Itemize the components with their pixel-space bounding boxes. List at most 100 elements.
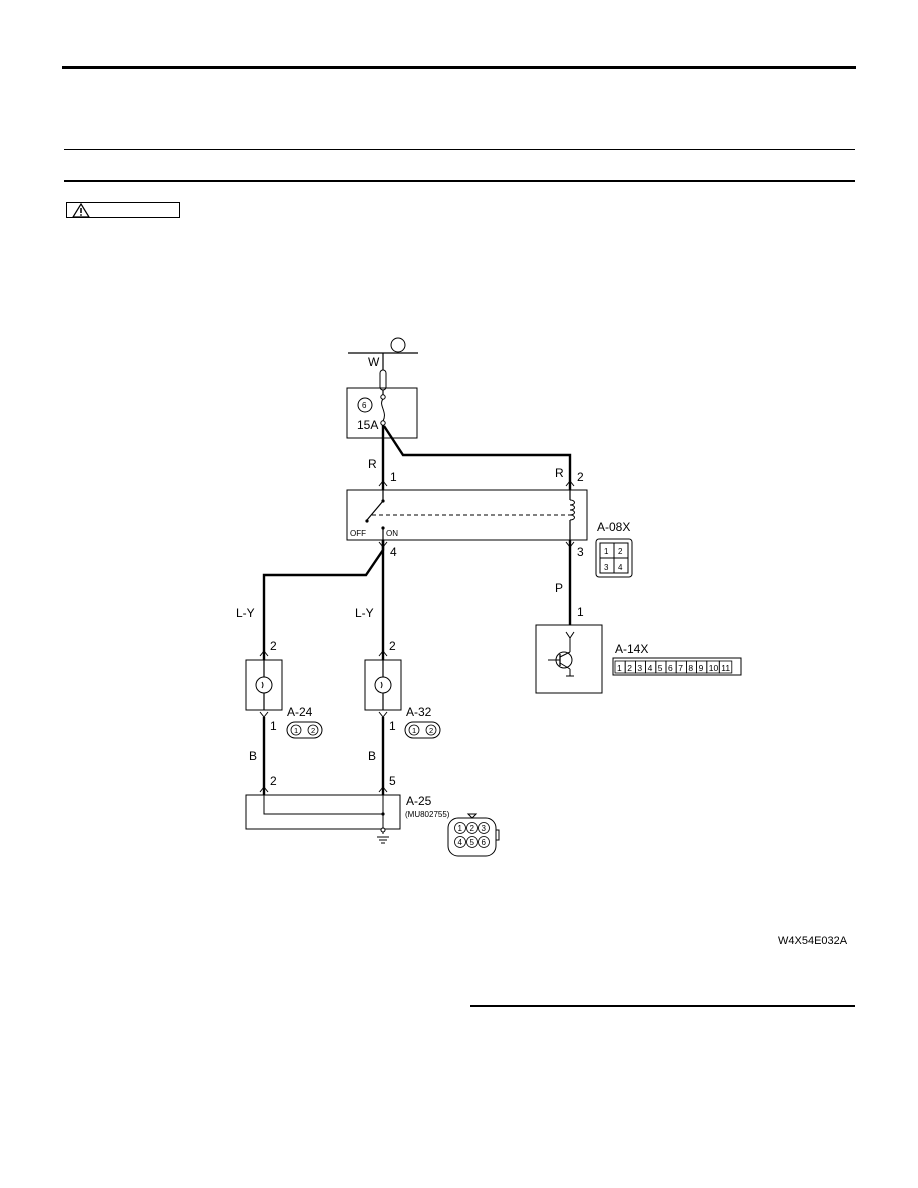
connector-a25-name: A-25 — [406, 794, 432, 808]
connector-a14x-pin: 4 — [648, 663, 653, 673]
connector-a08x-pin: 2 — [618, 547, 623, 556]
connector-a14x-pin: 9 — [699, 663, 704, 673]
connector-a25-cavity — [478, 836, 490, 848]
wire-label-ly-left: L-Y — [236, 606, 255, 620]
connector-a08x-pin: 3 — [604, 563, 609, 572]
connector-a24-cavity — [307, 724, 319, 736]
fuse-terminal-top — [380, 394, 386, 400]
connector-a14x-pin: 1 — [617, 663, 622, 673]
connector-a14x-name: A-14X — [615, 642, 648, 656]
ground-junction-box — [245, 794, 401, 830]
connector-a08x-shell — [595, 538, 633, 578]
connector-a24-face — [286, 721, 323, 739]
sensor-box — [535, 624, 603, 694]
lamp-a24-filament — [261, 681, 264, 689]
transistor-collector — [559, 651, 571, 658]
connector-a25-part: (MU802755) — [405, 810, 450, 819]
terminal-arrow-a24-2 — [259, 650, 269, 657]
sensor-input-arrow — [565, 631, 575, 639]
fuse-number: 6 — [362, 401, 367, 410]
relay-coil — [569, 499, 575, 521]
connector-a32-cavity — [408, 724, 420, 736]
wire-label-r-left: R — [368, 457, 377, 471]
connector-a32-pin: 1 — [412, 726, 416, 735]
connector-a14x-pin: 2 — [627, 663, 632, 673]
wire-w-shield — [379, 369, 387, 391]
a32-pin-2: 2 — [389, 639, 396, 653]
connector-a25-cavity — [454, 822, 466, 834]
lamp-a32-bulb-icon — [374, 676, 392, 694]
fuse-number-circle — [357, 397, 373, 413]
connector-a08x-pin: 1 — [604, 547, 609, 556]
connector-a14x-cavity — [718, 660, 733, 674]
connector-a25-pin: 1 — [458, 824, 463, 833]
lamp-a24-bulb-icon — [255, 676, 273, 694]
connector-a14x-pin: 3 — [637, 663, 642, 673]
connector-a14x-pin: 8 — [688, 663, 693, 673]
connector-a25-pin: 4 — [458, 838, 463, 847]
header-rule — [62, 66, 856, 69]
a25-pin-2: 2 — [270, 774, 277, 788]
warning-triangle-icon — [72, 203, 90, 218]
terminal-arrow-a32-2 — [378, 650, 388, 657]
wire-label-b-left: B — [249, 749, 257, 763]
relay-switch-blade — [366, 500, 384, 521]
sensor-pin-1: 1 — [577, 605, 584, 619]
terminal-arrow-a32-1 — [378, 711, 388, 718]
fuse-rating: 15A — [357, 418, 378, 432]
connector-a14x-pin: 6 — [668, 663, 673, 673]
wire-label-p: P — [555, 581, 563, 595]
relay-switch-off-contact — [365, 519, 369, 523]
figure-code: W4X54E032A — [778, 935, 848, 947]
connector-a25-cavity — [466, 822, 478, 834]
a24-pin-2: 2 — [270, 639, 277, 653]
connector-a25-pin: 5 — [470, 838, 475, 847]
wire-r-right — [382, 425, 572, 490]
section-top-rule — [64, 149, 855, 150]
connector-a32-face — [404, 721, 441, 739]
connector-a24-pin: 2 — [311, 726, 315, 735]
connector-a14x-pin: 10 — [709, 663, 719, 673]
connector-a25-cavity — [478, 822, 490, 834]
connector-a14x-pin: 7 — [678, 663, 683, 673]
relay-pin-1: 1 — [390, 470, 397, 484]
a25-pin-5: 5 — [389, 774, 396, 788]
switch-label-on: ON — [386, 529, 398, 538]
wire-label-b-right: B — [368, 749, 376, 763]
power-source-symbol — [390, 337, 406, 353]
switch-label-off: OFF — [350, 529, 366, 538]
connector-a32-cavity — [425, 724, 437, 736]
relay-box — [346, 489, 588, 541]
connector-a24-pin: 1 — [294, 726, 298, 735]
connector-a24-name: A-24 — [287, 705, 313, 719]
connector-a32-pin: 2 — [429, 726, 433, 735]
caution-box — [66, 202, 180, 218]
terminal-arrow-a25-2 — [259, 786, 269, 793]
connector-a25-pin: 6 — [482, 838, 487, 847]
terminal-arrow-a25-5 — [378, 786, 388, 793]
lamp-a32-filament — [380, 681, 383, 689]
terminal-arrow-a24-1 — [259, 711, 269, 718]
terminal-arrow-relay-2 — [565, 480, 575, 487]
connector-a14x-pin: 5 — [658, 663, 663, 673]
ground-terminal — [380, 827, 386, 833]
connector-a25-latch — [495, 829, 500, 841]
connector-a14x-shell — [612, 657, 742, 676]
connector-a32-name: A-32 — [406, 705, 432, 719]
connector-a25-key — [466, 813, 478, 819]
relay-pin-2: 2 — [577, 470, 584, 484]
connector-a25-cavity — [454, 836, 466, 848]
transistor-emitter — [559, 662, 571, 670]
ground-junction-link — [263, 795, 383, 815]
relay-pin-4: 4 — [390, 545, 397, 559]
terminal-arrow-relay-1 — [378, 480, 388, 487]
a32-pin-1: 1 — [389, 719, 396, 733]
connector-a25-pin: 3 — [482, 824, 487, 833]
connector-a25-cavity — [466, 836, 478, 848]
connector-a08x-name: A-08X — [597, 520, 630, 534]
wire-label-ly-right: L-Y — [355, 606, 374, 620]
wire-ly-left — [262, 540, 385, 660]
wire-label-w: W — [368, 355, 380, 369]
